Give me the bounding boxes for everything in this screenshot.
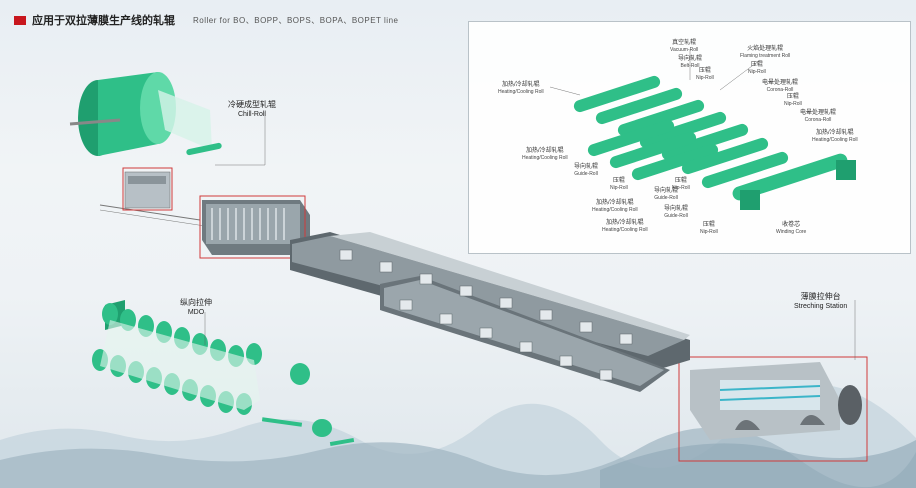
extruder-unit	[99, 171, 206, 227]
chill-roll-drum	[69, 72, 222, 156]
mdo-highlight-box	[199, 195, 306, 259]
mdo-film-web	[100, 320, 260, 410]
title-marker-icon	[14, 15, 26, 25]
page-title: 应用于双拉薄膜生产线的轧辊	[32, 14, 175, 27]
stretching-station	[690, 362, 862, 440]
tdo-oven	[290, 232, 690, 392]
leader-lines	[204, 50, 856, 360]
inset-roll-stack	[573, 75, 856, 210]
stretching-station-highlight-box	[678, 356, 868, 462]
mdo-unit	[202, 200, 310, 255]
chill-roll-highlight-box	[122, 167, 173, 211]
page-subtitle: Roller for BO、BOPP、BOPS、BOPA、BOPET line	[193, 15, 399, 25]
title-bar: 应用于双拉薄膜生产线的轧辊 Roller for BO、BOPP、BOPS、BO…	[14, 12, 398, 28]
